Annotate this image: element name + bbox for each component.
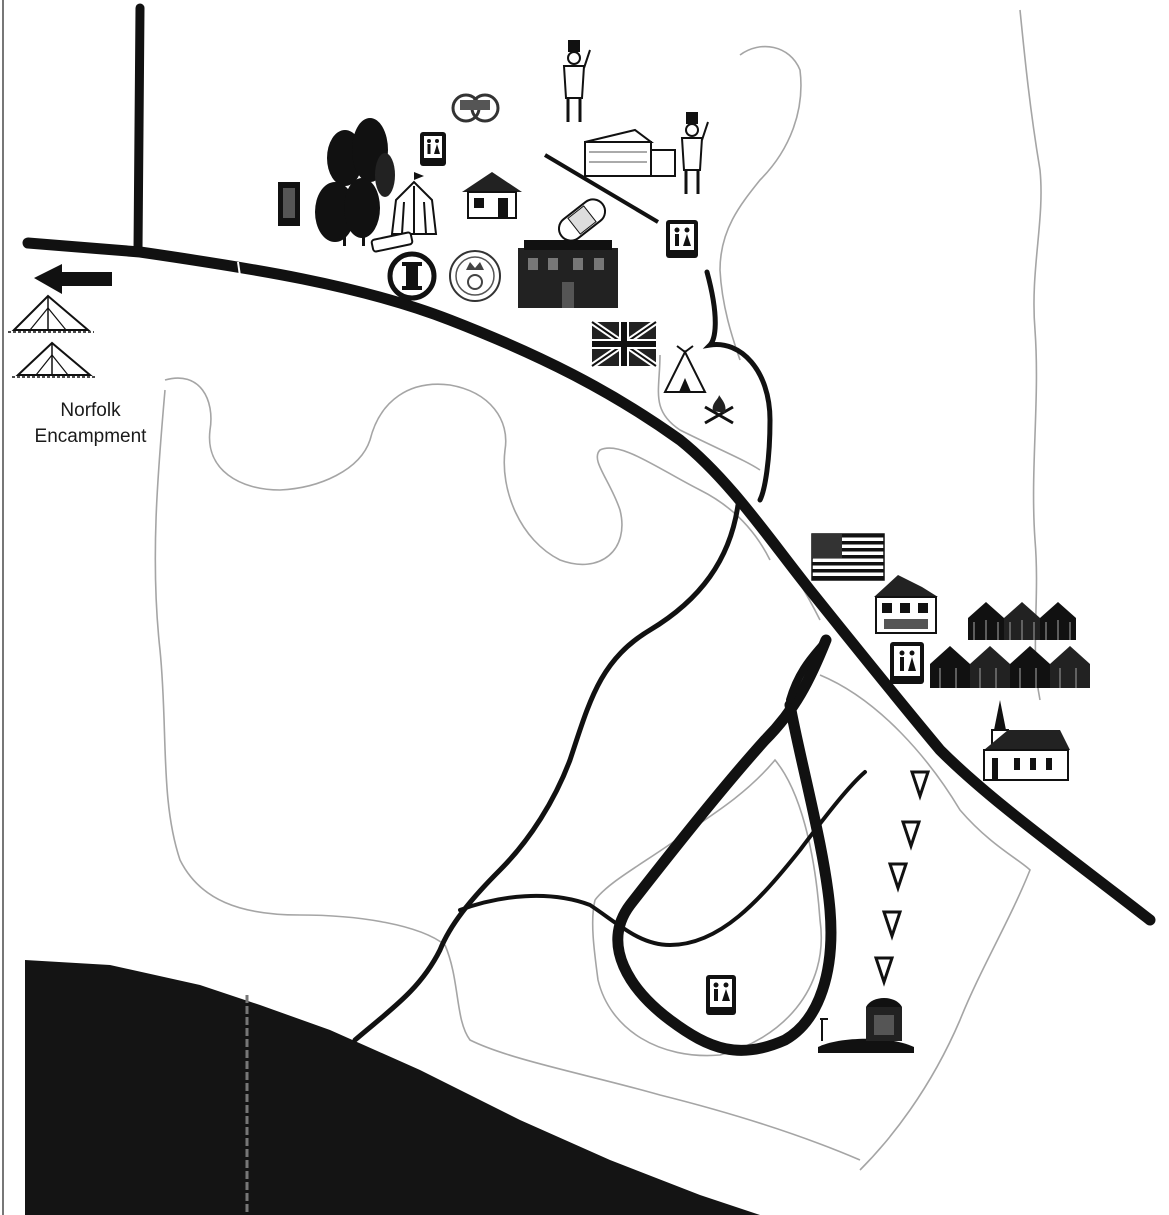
monument-icon[interactable] bbox=[818, 998, 914, 1053]
union-jack-flag-icon[interactable] bbox=[590, 319, 658, 369]
road-main-highway bbox=[22, 237, 1156, 926]
trail-campfire-loop bbox=[657, 354, 761, 471]
road-western-branch bbox=[352, 502, 741, 1043]
circus-tent-icon[interactable] bbox=[390, 172, 438, 235]
trail-marker-icon[interactable] bbox=[873, 956, 895, 987]
road-north-spur bbox=[133, 3, 145, 255]
restroom-icon[interactable] bbox=[666, 220, 698, 258]
cannon-icon[interactable] bbox=[451, 93, 500, 123]
restroom-icon[interactable] bbox=[420, 132, 446, 166]
soldier-icon[interactable] bbox=[562, 40, 591, 122]
trail-marker-icon[interactable] bbox=[900, 820, 922, 851]
barracks-icon[interactable] bbox=[584, 128, 676, 177]
roads bbox=[22, 3, 1156, 1056]
road-south-loop bbox=[612, 634, 837, 1056]
encampment-label-line1: Norfolk bbox=[60, 400, 121, 421]
farmhouse-icon[interactable] bbox=[874, 575, 938, 634]
tent-icon[interactable] bbox=[8, 294, 94, 333]
road-southeast-ramp bbox=[786, 636, 830, 704]
trail-south-loop bbox=[444, 944, 861, 1161]
water-body bbox=[25, 960, 760, 1215]
information-icon[interactable] bbox=[387, 251, 437, 301]
trail-west-descent bbox=[154, 389, 446, 946]
trail-north-loop bbox=[719, 45, 802, 361]
trail-southeast-edge bbox=[819, 674, 1031, 1171]
tree-icon[interactable] bbox=[315, 118, 395, 246]
path-to-barracks bbox=[543, 153, 660, 224]
restroom-icon[interactable] bbox=[890, 642, 924, 684]
direction-arrow-icon[interactable] bbox=[34, 264, 112, 294]
tent-icon[interactable] bbox=[12, 341, 96, 378]
soldier-icon[interactable] bbox=[680, 112, 709, 194]
signboard-icon[interactable] bbox=[278, 182, 300, 226]
trail-marker-icon[interactable] bbox=[887, 862, 909, 893]
campfire-icon[interactable] bbox=[704, 395, 734, 425]
royal-seal-icon[interactable] bbox=[449, 250, 501, 302]
campfire-icon[interactable] bbox=[663, 345, 707, 393]
canoe-icon[interactable] bbox=[370, 231, 414, 253]
restroom-icon[interactable] bbox=[706, 975, 736, 1015]
trail-marker-icon[interactable] bbox=[881, 910, 903, 941]
encampment-tents-icon[interactable] bbox=[930, 602, 1090, 688]
trail-east-boundary bbox=[1019, 9, 1042, 701]
bandage-icon[interactable] bbox=[554, 195, 610, 246]
american-flag-icon[interactable] bbox=[811, 533, 885, 581]
road-western-crossing bbox=[458, 770, 867, 948]
road-divider-mark bbox=[237, 261, 241, 277]
trail-central-loop bbox=[164, 377, 771, 566]
road-campfire-loop bbox=[702, 269, 773, 503]
encampment-label: Norfolk Encampment bbox=[8, 398, 173, 450]
encampment-label-line2: Encampment bbox=[34, 426, 147, 447]
church-icon[interactable] bbox=[983, 700, 1070, 781]
trail-marker-icon[interactable] bbox=[909, 770, 931, 801]
frame-edge bbox=[2, 0, 4, 1215]
fort-building-icon[interactable] bbox=[518, 240, 618, 308]
cabin-icon[interactable] bbox=[462, 172, 522, 219]
